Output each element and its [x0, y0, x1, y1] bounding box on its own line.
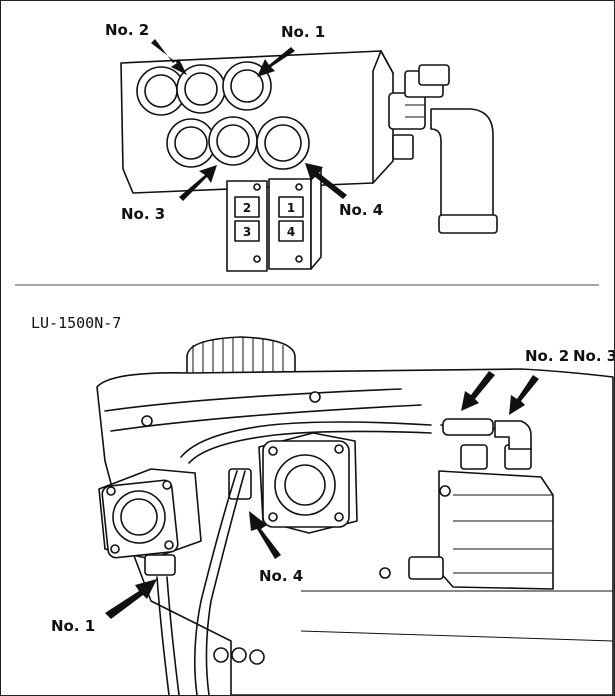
port-row-top	[136, 61, 272, 116]
model-caption: LU-1500N-7	[31, 314, 121, 332]
top-label-no4: No. 4	[339, 201, 383, 219]
arrow-no2-icon	[151, 39, 187, 75]
center-air-cylinder	[228, 432, 358, 534]
right-air-cylinder	[379, 444, 554, 590]
arrow-bottom-no1-icon	[105, 579, 157, 619]
port-row-bottom	[166, 116, 310, 170]
arrow-bottom-no3-icon	[509, 375, 539, 415]
bottom-label-no2: No. 2	[525, 347, 569, 365]
top-label-no2: No. 2	[105, 21, 149, 39]
valve-number-4: 4	[287, 225, 295, 239]
solenoid-valves: 2 3 1 4	[226, 168, 322, 272]
top-label-no3: No. 3	[121, 205, 165, 223]
arrow-no3-icon	[179, 165, 217, 201]
arrow-no1-icon	[257, 47, 295, 77]
air-tubes	[156, 418, 532, 695]
top-figure-valve-manifold: 2 3 1 4 No. 2 No. 1 No. 3 No. 4	[105, 21, 498, 272]
bottom-figure-machine: No. 2 No. 3 No. 4 No. 1	[51, 336, 614, 695]
valve-number-3: 3	[243, 225, 251, 239]
arrow-no4-icon	[305, 163, 347, 199]
arrow-bottom-no2-icon	[461, 371, 495, 411]
bottom-label-no3: No. 3	[573, 347, 614, 365]
bottom-label-no1: No. 1	[51, 617, 95, 635]
left-air-cylinder	[98, 468, 202, 576]
valve-number-1: 1	[287, 201, 295, 215]
arrow-bottom-no4-icon	[249, 511, 281, 559]
top-knob	[186, 336, 296, 380]
valve-number-2: 2	[243, 201, 251, 215]
bottom-label-no4: No. 4	[259, 567, 303, 585]
side-fitting-assembly	[388, 64, 498, 234]
top-label-no1: No. 1	[281, 23, 325, 41]
